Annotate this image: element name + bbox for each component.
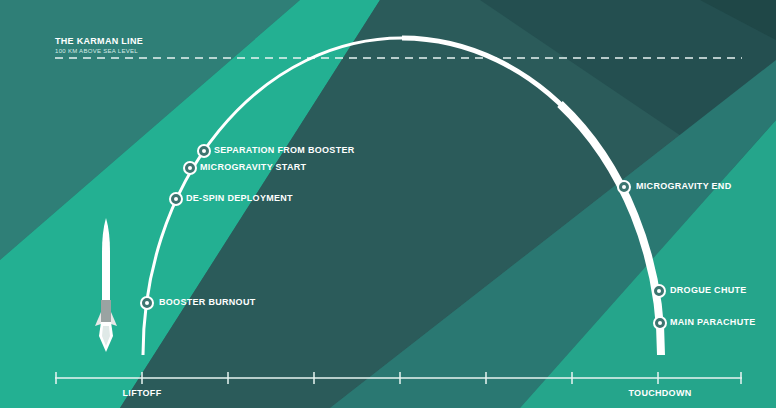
axis-label: LIFTOFF bbox=[123, 389, 162, 399]
event-label: DE-SPIN DEPLOYMENT bbox=[186, 194, 293, 204]
event-marker-dots bbox=[145, 149, 662, 325]
event-label: MICROGRAVITY END bbox=[636, 182, 731, 192]
axis-ticks bbox=[56, 372, 741, 384]
background-facet bbox=[330, 60, 776, 408]
line-subtitle: 100 KM ABOVE SEA LEVEL bbox=[55, 48, 138, 55]
event-label: DROGUE CHUTE bbox=[670, 286, 747, 296]
time-axis bbox=[55, 377, 742, 379]
rocket bbox=[95, 218, 117, 352]
line-title: THE KARMAN LINE bbox=[55, 37, 143, 47]
event-label: MICROGRAVITY START bbox=[200, 163, 306, 173]
axis-label: TOUCHDOWN bbox=[628, 389, 691, 399]
event-label: SEPARATION FROM BOOSTER bbox=[214, 146, 355, 156]
event-label: BOOSTER BURNOUT bbox=[159, 298, 256, 308]
trajectory-descent bbox=[402, 38, 661, 355]
trajectory bbox=[143, 38, 661, 355]
event-label: MAIN PARACHUTE bbox=[670, 318, 756, 328]
trajectory-descent bbox=[560, 104, 661, 355]
event-markers bbox=[141, 145, 666, 329]
background-facet bbox=[560, 0, 776, 40]
karman-line bbox=[55, 57, 742, 59]
background-facet bbox=[120, 0, 776, 408]
